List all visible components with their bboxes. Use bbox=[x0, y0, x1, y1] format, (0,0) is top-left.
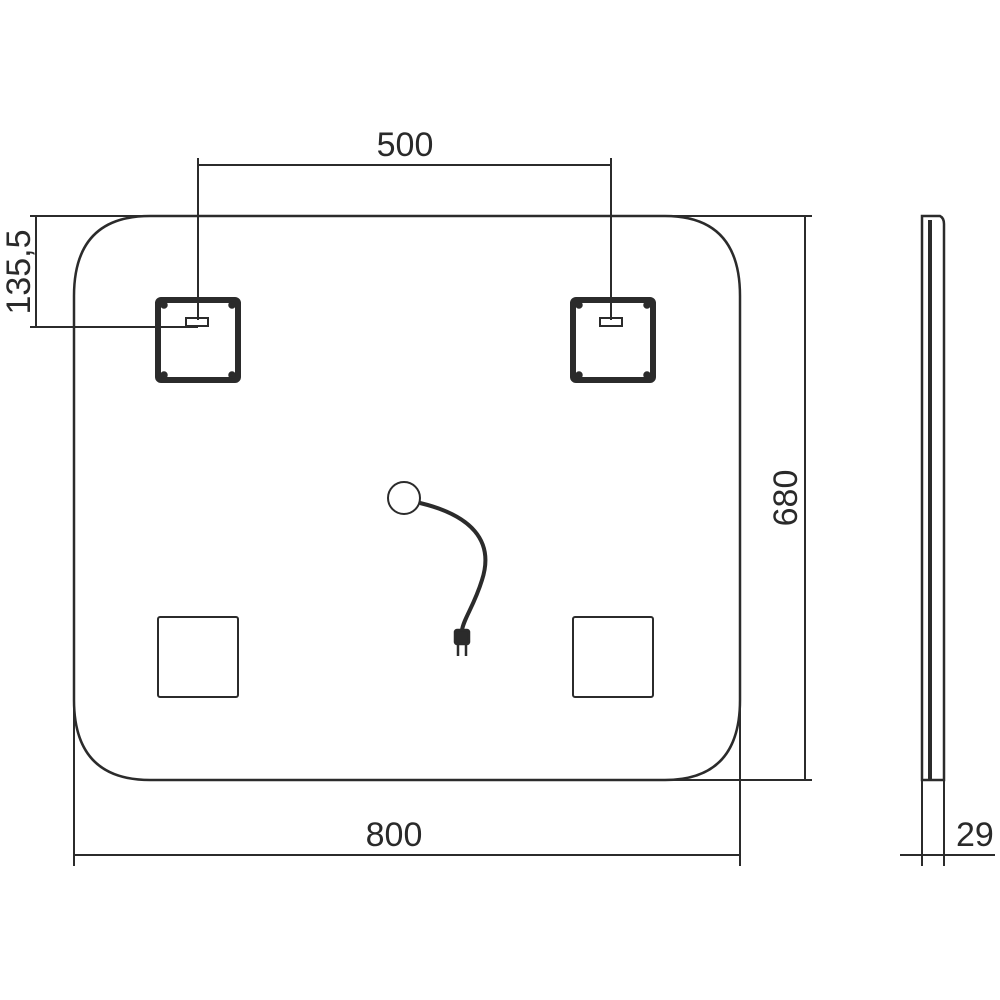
mirror-side-view bbox=[900, 214, 995, 866]
dimension-top-offset-lines bbox=[30, 215, 198, 328]
dimension-height-lines bbox=[665, 215, 812, 781]
dimension-width-lines bbox=[73, 700, 741, 866]
power-cable bbox=[419, 501, 488, 631]
cable-outlet bbox=[387, 481, 421, 515]
spacer-pad-bottom-right bbox=[572, 616, 654, 698]
dimension-label-depth: 29 bbox=[956, 816, 994, 854]
dimension-bracket-spacing-lines bbox=[197, 158, 612, 320]
hanging-bracket-right bbox=[570, 297, 656, 383]
dimension-label-top-offset: 135,5 bbox=[0, 229, 38, 314]
dimension-label-height: 680 bbox=[767, 470, 805, 527]
dimension-label-width: 800 bbox=[366, 816, 423, 854]
plug-icon bbox=[453, 628, 471, 656]
dimension-label-bracket-spacing: 500 bbox=[377, 126, 434, 164]
spacer-pad-bottom-left bbox=[157, 616, 239, 698]
